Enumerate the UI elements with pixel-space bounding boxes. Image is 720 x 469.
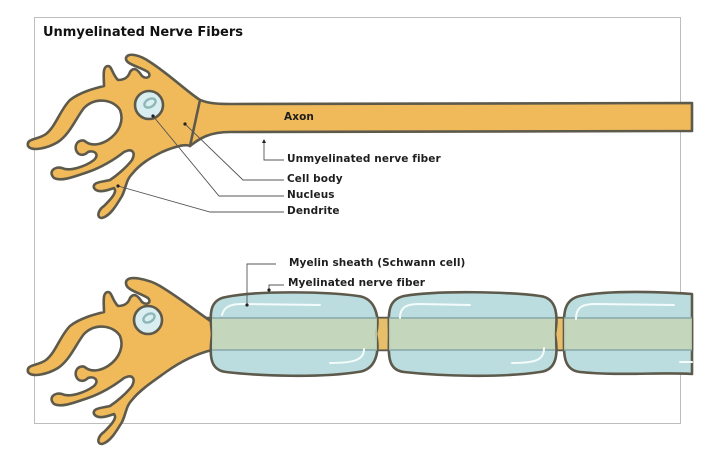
leader-sheath <box>246 263 276 305</box>
label-myelin-sheath: Myelin sheath (Schwann cell) <box>289 257 466 269</box>
myelin-sheath-segment <box>209 291 379 378</box>
leader-fiber <box>263 141 284 161</box>
leader-sheath-dot <box>245 303 249 307</box>
myelin-sheath-segment <box>562 290 694 376</box>
upper-nucleolus <box>143 97 157 109</box>
leader-cell-body-dot <box>183 122 187 126</box>
upper-neuron <box>26 53 694 220</box>
label-cell-body: Cell body <box>287 173 343 185</box>
lower-neuron <box>26 263 694 446</box>
leader-myelinated-fiber-dot <box>267 288 271 292</box>
leader-cell-body <box>184 123 284 181</box>
label-dendrite: Dendrite <box>287 205 340 217</box>
label-nucleus: Nucleus <box>287 189 335 201</box>
diagram-title: Unmyelinated Nerve Fibers <box>43 25 243 40</box>
lower-nucleus <box>132 304 164 336</box>
leader-dendrite-dot <box>116 184 120 188</box>
myelin-sheath-segment <box>387 290 558 378</box>
upper-nucleus <box>133 89 165 121</box>
label-myelinated-fiber: Myelinated nerve fiber <box>288 277 426 289</box>
lower-cell-body <box>26 276 214 446</box>
leader-dendrite <box>117 185 284 213</box>
upper-cell-body <box>26 53 202 220</box>
leader-fiber-arrow <box>262 139 266 143</box>
diagram-frame <box>34 17 681 424</box>
leader-nucleus <box>152 115 284 197</box>
leader-myelinated-fiber <box>268 284 284 290</box>
upper-axon <box>188 96 694 148</box>
label-unmyelinated-fiber: Unmyelinated nerve fiber <box>287 153 441 165</box>
leader-nucleus-dot <box>151 114 155 118</box>
lower-nucleolus <box>142 312 156 324</box>
label-axon: Axon <box>284 111 314 123</box>
